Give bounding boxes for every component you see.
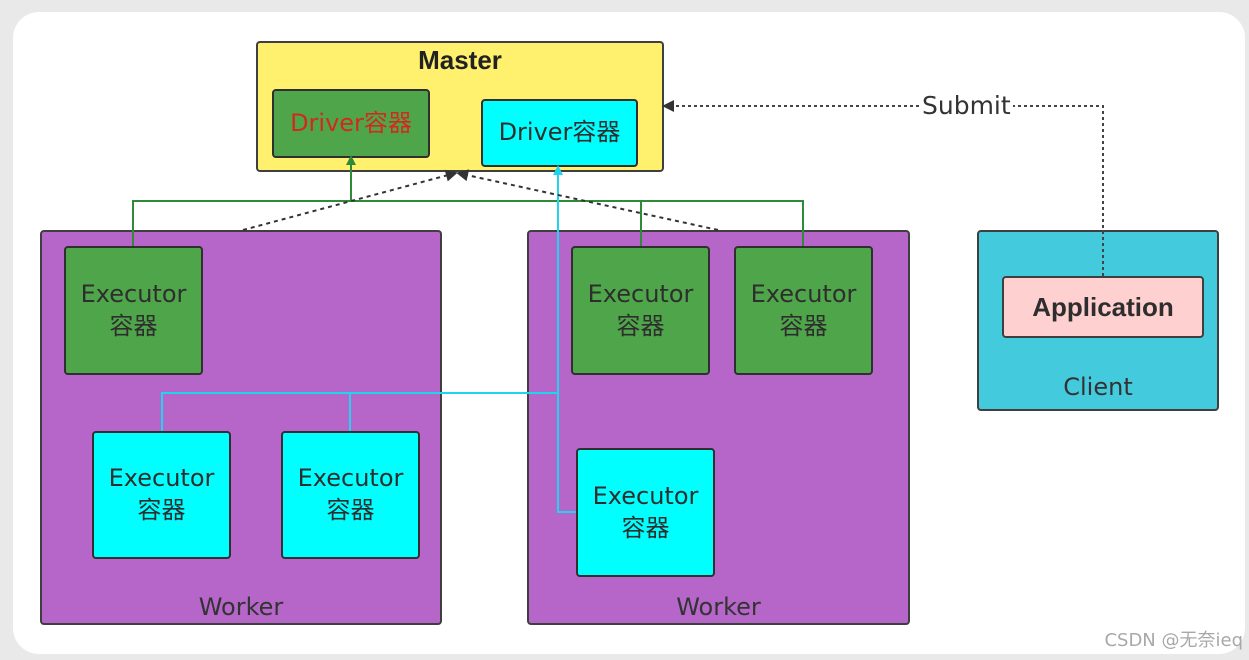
- executor-right-cyan-line2: 容器: [621, 513, 670, 542]
- executor-left-cyan-2-line2: 容器: [326, 496, 375, 524]
- master-title: Master: [418, 45, 502, 75]
- executor-right-green-1-line2: 容器: [616, 311, 665, 340]
- worker-left-label: Worker: [198, 593, 284, 621]
- executor-right-green-1: Executor 容器: [571, 246, 710, 375]
- submit-label: Submit: [920, 91, 1013, 120]
- executor-right-cyan: Executor 容器: [576, 448, 715, 577]
- executor-right-green-2-line1: Executor: [750, 279, 857, 308]
- client-label: Client: [1063, 373, 1133, 401]
- driver-container-cyan: Driver容器: [481, 99, 638, 167]
- driver-container-cyan-label: Driver容器: [498, 118, 621, 147]
- driver-container-green-label: Driver容器: [290, 108, 412, 137]
- executor-left-green-line2: 容器: [109, 311, 158, 340]
- worker-right-label: Worker: [676, 593, 761, 621]
- executor-right-cyan-line1: Executor: [592, 481, 699, 510]
- executor-left-green-line1: Executor: [80, 279, 187, 308]
- application-label: Application: [1032, 291, 1174, 322]
- executor-left-cyan-1-line1: Executor: [108, 464, 215, 493]
- executor-left-cyan-2: Executor 容器: [281, 431, 420, 559]
- executor-left-cyan-2-line1: Executor: [297, 464, 404, 493]
- executor-right-green-1-line1: Executor: [587, 279, 694, 308]
- executor-right-green-2-line2: 容器: [779, 311, 828, 340]
- executor-right-green-2: Executor 容器: [734, 246, 873, 375]
- application-box: Application: [1002, 276, 1204, 338]
- driver-container-green: Driver容器: [272, 89, 430, 158]
- executor-left-cyan-1: Executor 容器: [92, 431, 231, 559]
- executor-left-cyan-1-line2: 容器: [137, 496, 186, 524]
- executor-left-green: Executor 容器: [64, 246, 203, 375]
- watermark: CSDN @无奈ieq: [1104, 630, 1243, 651]
